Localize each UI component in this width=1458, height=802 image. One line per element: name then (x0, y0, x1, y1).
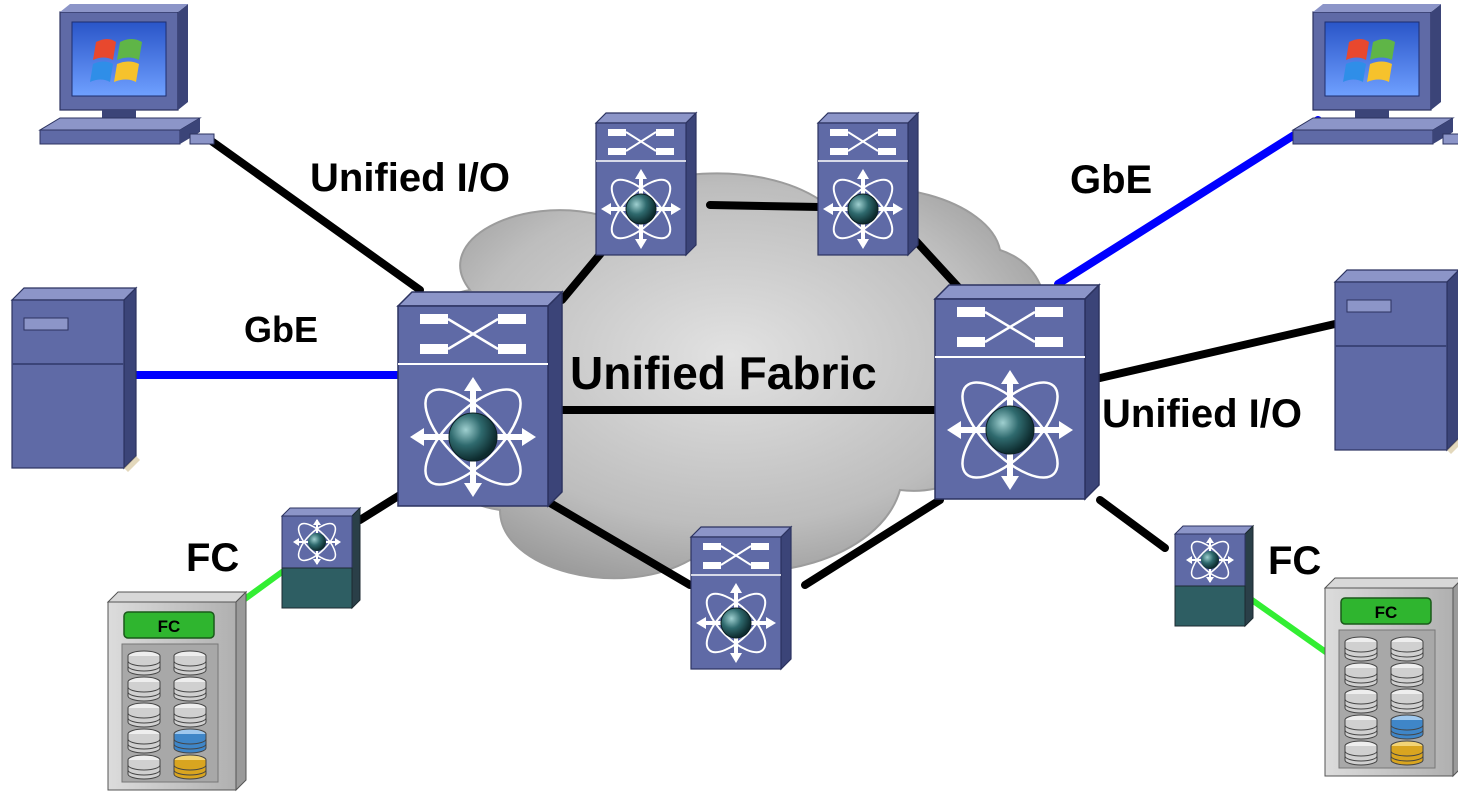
switch-icon-core-left (396, 290, 564, 508)
label-fc-right: FC (1268, 539, 1322, 583)
switch-icon-top-left (595, 112, 697, 256)
fc-switch-icon-right (1174, 525, 1254, 627)
switch-icon-bottom (690, 526, 792, 670)
server-icon-left (11, 287, 141, 473)
fc-switch-icon-left (281, 507, 361, 609)
link-bottom-to-core-right (801, 496, 944, 589)
link-core-right-to-server (1096, 320, 1339, 382)
label-gbe-right: GbE (1070, 158, 1153, 202)
gbe-links (131, 116, 1322, 379)
label-unified-io-left: Unified I/O (310, 156, 510, 200)
link-core-right-to-pc-right (1054, 116, 1322, 288)
link-top-switches (706, 201, 824, 211)
switch-icon-top-right (817, 112, 919, 256)
link-core-left-to-fc-switch (356, 491, 404, 524)
label-fc-left: FC (186, 536, 240, 580)
link-core-right-to-fc-switch (1096, 496, 1169, 552)
link-fc-switch-right-to-storage (1249, 597, 1333, 658)
label-unified-fabric: Unified Fabric (570, 347, 877, 399)
link-core-left-to-bottom (541, 496, 694, 589)
label-unified-io-right: Unified I/O (1102, 392, 1302, 436)
label-gbe-left: GbE (244, 309, 319, 350)
pc-icon-left (39, 3, 215, 145)
storage-tag-right: FC (1375, 603, 1398, 622)
switch-icon-core-right (933, 283, 1101, 501)
storage-array-icon-left: FC (107, 591, 247, 791)
storage-tag-left: FC (158, 617, 181, 636)
server-icon-right (1334, 269, 1458, 455)
storage-array-icon-right: FC (1324, 577, 1458, 777)
pc-icon-right (1292, 3, 1458, 145)
link-pc-left-to-core (206, 136, 424, 294)
